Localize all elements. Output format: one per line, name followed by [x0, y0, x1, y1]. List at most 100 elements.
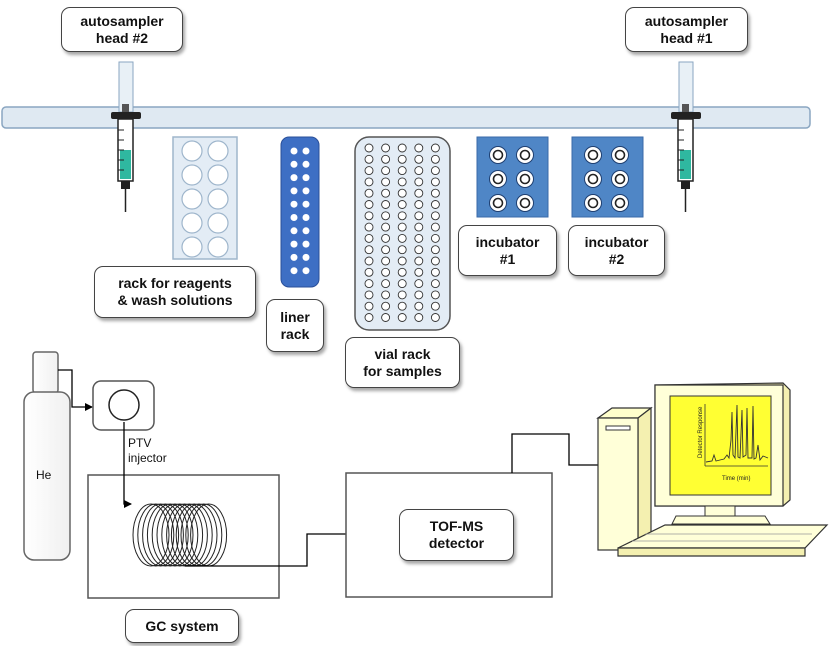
- vial-hole: [397, 211, 407, 221]
- liner-hole: [290, 267, 298, 275]
- liner-hole: [302, 267, 310, 275]
- incubator-vial: [614, 173, 626, 185]
- liner-hole: [290, 147, 298, 155]
- vial-rack: [354, 136, 451, 331]
- vial-hole: [364, 222, 374, 232]
- vial-hole: [381, 166, 391, 176]
- vial-hole: [364, 279, 374, 289]
- vial-hole: [430, 290, 440, 300]
- gc-system-label: GC system: [125, 609, 239, 643]
- liner-hole: [290, 200, 298, 208]
- vial-hole: [381, 188, 391, 198]
- liner-hole: [290, 174, 298, 182]
- screen-x-axis-label: Time (min): [722, 476, 751, 482]
- incubator-vial: [519, 149, 531, 161]
- reagent-well: [181, 140, 203, 162]
- vial-hole: [430, 166, 440, 176]
- liner-hole: [290, 253, 298, 261]
- vial-hole: [414, 256, 424, 266]
- vial-hole: [397, 279, 407, 289]
- liner-hole: [302, 187, 310, 195]
- vial-hole: [364, 313, 374, 322]
- column-loop: [151, 503, 189, 567]
- incubator-2: [571, 136, 644, 218]
- incubator-2-label: incubator #2: [568, 225, 665, 276]
- gc-system-text: GC system: [145, 617, 219, 634]
- ptv-injector-label: PTV injector: [128, 436, 167, 466]
- vial-hole: [381, 177, 391, 187]
- liner-hole: [302, 160, 310, 168]
- reagent-well: [207, 140, 229, 162]
- vial-hole: [430, 301, 440, 311]
- incubator-vial: [492, 173, 504, 185]
- vial-hole: [430, 200, 440, 209]
- vial-hole: [364, 233, 374, 243]
- liner-rack-label: liner rack: [266, 299, 324, 352]
- vial-hole: [430, 233, 440, 243]
- vial-hole: [414, 233, 424, 243]
- vial-hole: [430, 245, 440, 255]
- liner-hole: [290, 160, 298, 168]
- incubator-1-line-1: incubator: [475, 233, 540, 250]
- vial-hole: [364, 188, 374, 198]
- column-loop: [142, 503, 180, 567]
- incubator-vial: [519, 197, 531, 209]
- reagent-well: [181, 236, 203, 258]
- vial-hole: [430, 267, 440, 277]
- vial-hole: [381, 154, 391, 164]
- vial-hole: [397, 313, 407, 322]
- vial-hole: [381, 222, 391, 232]
- vial-hole: [364, 211, 374, 221]
- vial-hole: [381, 143, 391, 153]
- liner-hole: [302, 174, 310, 182]
- vial-hole: [430, 256, 440, 266]
- incubator-1-label: incubator #1: [458, 225, 557, 276]
- vial-hole: [364, 177, 374, 187]
- autosampler-head-2-line-2: head #2: [95, 29, 149, 46]
- liner-hole: [290, 214, 298, 221]
- reagent-rack-line-2: & wash solutions: [117, 292, 233, 308]
- vial-hole: [381, 256, 391, 266]
- computer-icon: [596, 382, 829, 557]
- vial-hole: [430, 313, 440, 322]
- reagent-rack-line-1: rack for reagents: [118, 275, 232, 291]
- ptv-line-2: injector: [128, 451, 167, 465]
- reagent-well: [181, 212, 203, 234]
- vial-hole: [414, 166, 424, 176]
- detector-to-computer-line: [511, 433, 622, 473]
- incubator-vial: [587, 197, 599, 209]
- vial-hole: [397, 256, 407, 266]
- vial-hole: [414, 222, 424, 232]
- syringe-head-2-icon: [111, 61, 141, 212]
- reagent-well: [207, 236, 229, 258]
- liner-hole: [302, 253, 310, 261]
- vial-hole: [364, 166, 374, 176]
- vial-hole: [430, 279, 440, 289]
- liner-hole: [290, 187, 298, 195]
- column-loop: [156, 503, 194, 567]
- reagent-rack: [172, 136, 238, 260]
- vial-hole: [381, 301, 391, 311]
- vial-hole: [397, 301, 407, 311]
- column-loop: [146, 503, 184, 567]
- screen-y-axis-label: Detector Response: [698, 406, 704, 458]
- vial-hole: [381, 290, 391, 300]
- vial-hole: [364, 267, 374, 277]
- vial-hole: [414, 154, 424, 164]
- column-loop: [161, 503, 199, 567]
- tof-ms-detector-label: TOF-MS detector: [399, 509, 514, 561]
- vial-hole: [414, 290, 424, 300]
- vial-hole: [364, 200, 374, 209]
- vial-hole: [397, 188, 407, 198]
- chromatogram-plot: [704, 404, 769, 467]
- vial-hole: [397, 143, 407, 153]
- vial-hole: [381, 200, 391, 209]
- incubator-vial: [587, 173, 599, 185]
- incubator-vial: [614, 197, 626, 209]
- liner-hole: [290, 240, 298, 248]
- vial-hole: [364, 301, 374, 311]
- vial-hole: [430, 222, 440, 232]
- vial-hole: [414, 200, 424, 209]
- vial-hole: [397, 233, 407, 243]
